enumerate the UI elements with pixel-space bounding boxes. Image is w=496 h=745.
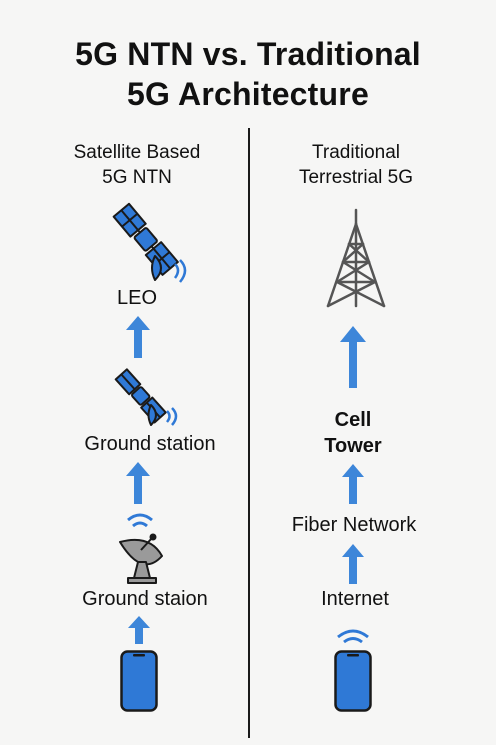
satellite-dish-icon xyxy=(119,513,163,584)
up-arrow-icon xyxy=(342,464,364,504)
up-arrow-icon xyxy=(342,544,364,584)
left-heading-line-2: 5G NTN xyxy=(102,167,172,188)
cell-label-line-1: Cell xyxy=(334,409,372,431)
up-arrow-icon xyxy=(340,326,366,388)
column-divider xyxy=(248,128,250,738)
internet-label: Internet xyxy=(321,588,389,610)
fiber-network-label: Fiber Network xyxy=(291,514,417,536)
ground-station-label: Ground station xyxy=(84,433,216,455)
title-line-1: 5G NTN vs. Traditional xyxy=(75,36,421,72)
phone-icon xyxy=(334,650,372,712)
leo-label: LEO xyxy=(116,287,158,309)
cell-label-line-2: Tower xyxy=(324,435,382,457)
left-column-heading: Satellite Based 5G NTN xyxy=(17,140,257,190)
up-arrow-icon xyxy=(126,462,150,504)
ground-station-satellite-icon xyxy=(114,368,178,426)
phone-icon xyxy=(120,650,158,712)
right-heading-line-2: Terrestrial 5G xyxy=(298,167,414,188)
up-arrow-icon xyxy=(128,616,150,644)
cell-tower-icon xyxy=(326,208,386,308)
up-arrow-icon xyxy=(126,316,150,358)
right-column-heading: Traditional Terrestrial 5G xyxy=(236,140,476,190)
page-title: 5G NTN vs. Traditional 5G Architecture xyxy=(0,34,496,114)
wifi-signal-icon xyxy=(337,629,369,644)
leo-satellite-icon xyxy=(112,202,187,283)
title-line-2: 5G Architecture xyxy=(127,76,369,112)
ground-staion-label: Ground staion xyxy=(82,588,208,610)
right-heading-line-1: Traditional xyxy=(311,142,400,163)
cell-tower-label: Cell Tower xyxy=(290,407,416,459)
left-heading-line-1: Satellite Based xyxy=(73,142,201,163)
